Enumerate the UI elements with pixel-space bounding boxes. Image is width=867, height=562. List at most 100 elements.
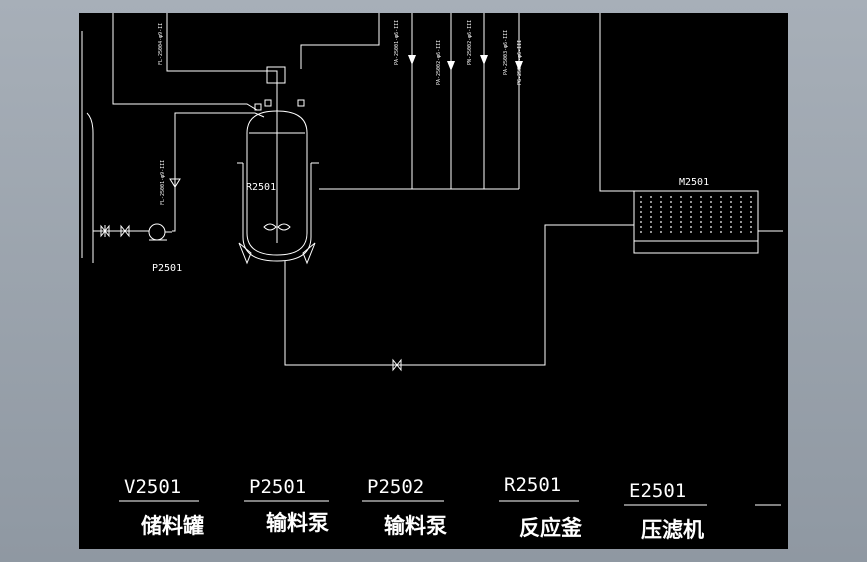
filter-plate-dot	[710, 221, 712, 223]
filter-plate-dot	[750, 226, 752, 228]
ball-valve-icon	[120, 224, 130, 238]
filter-plate-dot	[720, 221, 722, 223]
reactor-vessel-bottom	[246, 163, 308, 256]
reactor-vessel-top	[246, 110, 308, 163]
check-valve-icon	[169, 178, 181, 188]
filter-plate-dot	[640, 221, 642, 223]
legend-name-v2501: 储料罐	[141, 514, 204, 538]
filter-plate-dot	[750, 196, 752, 198]
filter-plate-dot	[680, 201, 682, 203]
filter-plate-dot	[750, 201, 752, 203]
process-diagram: P2501 R2501 FL-25004-φ9-II FL-25001-φ9-I…	[81, 13, 783, 542]
filter-plate-dot	[650, 216, 652, 218]
legend-code-v2501: V2501	[124, 476, 181, 498]
filter-plate-dot	[740, 221, 742, 223]
legend-code-e2501: E2501	[629, 480, 686, 502]
filter-plates-icon	[640, 196, 752, 233]
filter-plate-dot	[660, 226, 662, 228]
filter-plate-dot	[740, 211, 742, 213]
filter-plate-dot	[750, 211, 752, 213]
filter-plate-dot	[670, 221, 672, 223]
filter-plate-dot	[650, 196, 652, 198]
filter-plate-dot	[690, 221, 692, 223]
filter-plate-dot	[650, 201, 652, 203]
reactor-nozzle-3	[297, 99, 305, 107]
filter-plate-dot	[680, 211, 682, 213]
pipe-top-3	[300, 13, 380, 69]
filter-plate-dot	[690, 206, 692, 208]
filter-press-tag: M2501	[679, 177, 709, 188]
reactor-motor-icon	[266, 66, 286, 84]
filter-plate-dot	[720, 231, 722, 233]
filter-plate-dot	[690, 231, 692, 233]
filter-plate-dot	[710, 216, 712, 218]
filter-plate-dot	[710, 196, 712, 198]
equipment-legend: V2501 储料罐 P2501 输料泵 P2502 输料泵 R2501 反应釜 …	[119, 474, 781, 542]
filter-plate-dot	[640, 206, 642, 208]
filter-plate-dot	[750, 221, 752, 223]
filter-plate-dot	[670, 206, 672, 208]
flow-arrow-1-icon	[408, 55, 416, 65]
filter-plate-dot	[650, 231, 652, 233]
filter-plate-dot	[740, 201, 742, 203]
filter-plate-dot	[650, 206, 652, 208]
pipe-label-3: PA-25001-φ6-III	[394, 20, 400, 65]
legend-code-p2502: P2502	[367, 476, 424, 498]
filter-plate-dot	[700, 216, 702, 218]
filter-plate-dot	[660, 231, 662, 233]
filter-plate-dot	[680, 216, 682, 218]
filter-plate-dot	[640, 196, 642, 198]
filter-plate-dot	[700, 211, 702, 213]
legend-code-r2501: R2501	[504, 474, 561, 496]
filter-plate-dot	[690, 211, 692, 213]
filter-plate-dot	[700, 221, 702, 223]
reactor-right-leg	[302, 242, 316, 265]
filter-plate-dot	[670, 216, 672, 218]
reactor-nozzle-2	[264, 99, 272, 107]
reactor-tag: R2501	[246, 182, 276, 193]
legend-name-r2501: 反应釜	[519, 516, 583, 540]
filter-plate-dot	[680, 226, 682, 228]
pipe-label-7: PG-25001-φ6-III	[517, 40, 523, 85]
flow-arrow-3-icon	[480, 55, 488, 65]
filter-plate-dot	[650, 221, 652, 223]
pipe-label-5: PN-25002-φ6-III	[467, 20, 473, 65]
gate-valve-icon	[100, 224, 110, 238]
reactor-outlet-pipe	[284, 224, 634, 366]
filter-plate-dot	[740, 216, 742, 218]
filter-plate-dot	[710, 211, 712, 213]
filter-press-icon	[633, 190, 759, 254]
filter-plate-dot	[750, 231, 752, 233]
drawing-canvas[interactable]: P2501 R2501 FL-25004-φ9-II FL-25001-φ9-I…	[79, 13, 788, 549]
filter-plate-dot	[700, 201, 702, 203]
filter-plate-dot	[670, 226, 672, 228]
filter-plate-dot	[640, 211, 642, 213]
filter-plate-dot	[690, 216, 692, 218]
filter-plate-dot	[740, 226, 742, 228]
pump-discharge-pipe	[172, 112, 265, 232]
filter-plate-dot	[660, 216, 662, 218]
flow-arrow-2-icon	[447, 61, 455, 71]
filter-plate-dot	[680, 231, 682, 233]
filter-plate-dot	[710, 231, 712, 233]
filter-plate-dot	[670, 196, 672, 198]
filter-plate-dot	[700, 226, 702, 228]
pipe-label-6: PA-25003-φ6-III	[503, 30, 509, 75]
pipe-label-4: PA-25002-φ6-III	[436, 40, 442, 85]
filter-plate-dot	[720, 196, 722, 198]
filter-plate-dot	[750, 216, 752, 218]
filter-plate-dot	[710, 201, 712, 203]
filter-plate-dot	[720, 206, 722, 208]
filter-plate-dot	[730, 206, 732, 208]
filter-plate-dot	[690, 196, 692, 198]
legend-code-p2501: P2501	[249, 476, 306, 498]
filter-plate-dot	[710, 206, 712, 208]
filter-plate-dot	[680, 221, 682, 223]
reactor-nozzle-1	[254, 103, 262, 111]
filter-plate-dot	[730, 201, 732, 203]
filter-plate-dot	[680, 196, 682, 198]
filter-plate-dot	[720, 226, 722, 228]
pump-icon	[148, 223, 166, 241]
pipe-label-2: FL-25001-φ9-III	[160, 160, 166, 205]
outlet-valve-icon	[392, 358, 402, 372]
